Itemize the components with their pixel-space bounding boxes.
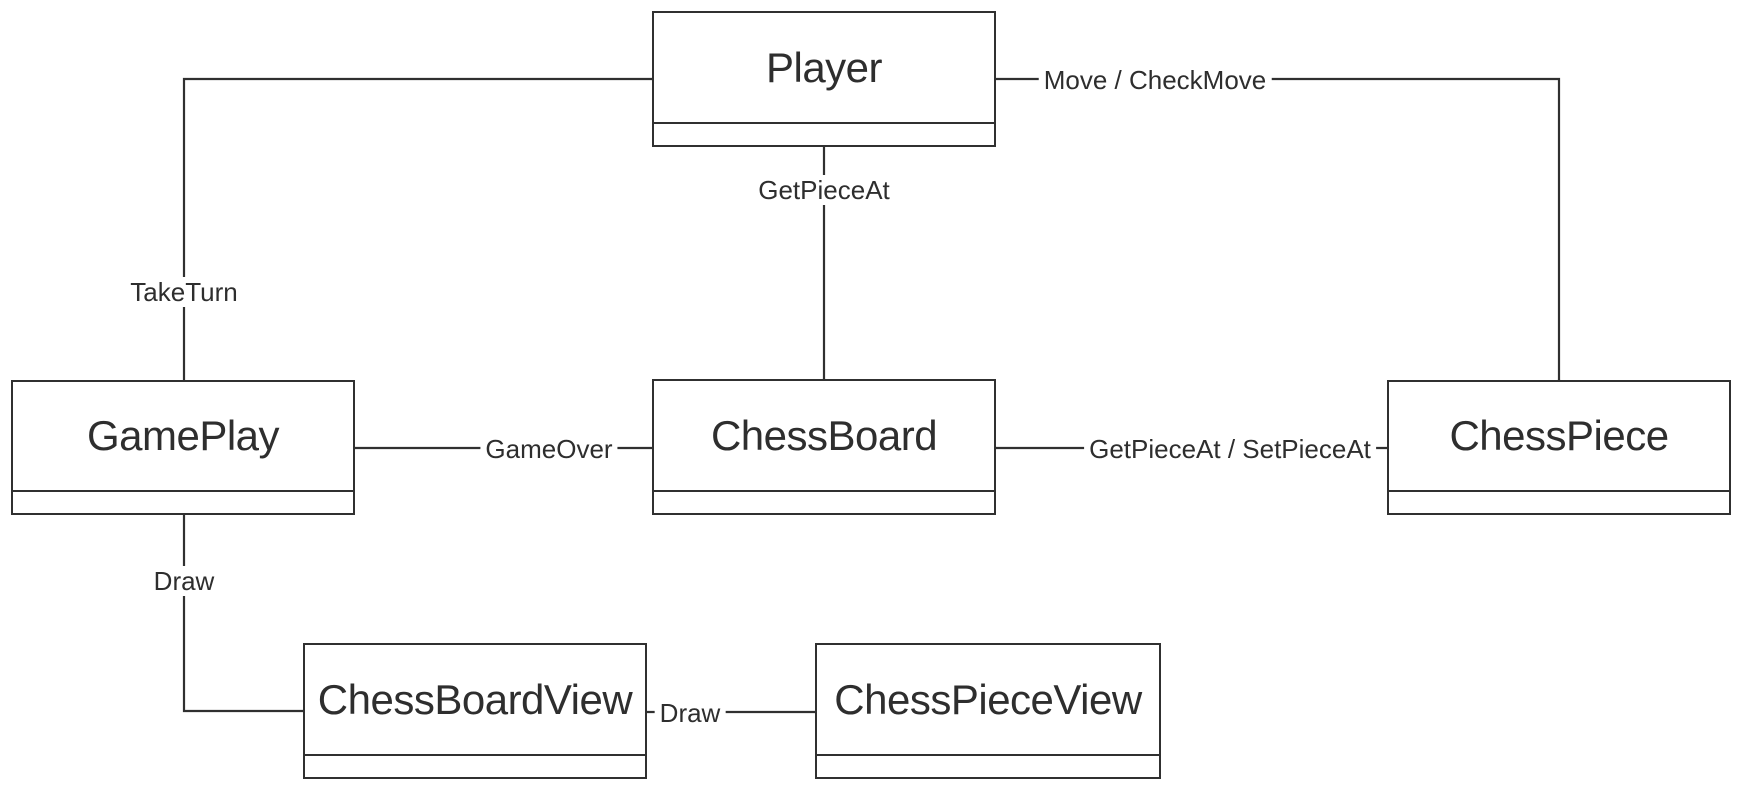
node-chesspieceview-title: ChessPieceView <box>834 675 1142 723</box>
node-chessboard-title: ChessBoard <box>710 411 938 459</box>
edge-label-move-checkmove: Move / CheckMove <box>1038 65 1272 95</box>
edge-draw-boardview <box>182 515 303 711</box>
edge-label-draw-boardview: Draw <box>148 566 220 596</box>
node-chessboard-compartment <box>654 490 994 513</box>
node-chesspiece: ChessPiece <box>1387 380 1731 515</box>
edge-label-gameover: GameOver <box>480 434 618 464</box>
node-gameplay: GamePlay <box>11 380 355 515</box>
node-player-compartment <box>654 122 994 145</box>
edge-label-taketurn: TakeTurn <box>125 277 243 307</box>
node-player-title: Player <box>765 43 883 91</box>
node-gameplay-title: GamePlay <box>86 412 280 459</box>
node-chessboardview-title: ChessBoardView <box>317 675 633 723</box>
node-player: Player <box>652 11 996 147</box>
node-chesspieceview: ChessPieceView <box>815 643 1161 779</box>
node-chessboardview: ChessBoardView <box>303 643 647 779</box>
edge-move-checkmove <box>996 77 1559 380</box>
edge-taketurn <box>182 79 652 380</box>
node-chessboard: ChessBoard <box>652 379 996 515</box>
node-chessboardview-compartment <box>305 754 645 777</box>
node-gameplay-compartment <box>13 490 353 513</box>
edge-label-draw-pieceview: Draw <box>654 698 726 728</box>
node-chesspiece-title: ChessPiece <box>1449 412 1669 459</box>
node-chesspieceview-compartment <box>817 754 1159 777</box>
edge-label-getpieceat: GetPieceAt <box>753 175 895 205</box>
edge-label-getpieceat-setpieceat: GetPieceAt / SetPieceAt <box>1084 434 1376 464</box>
node-chesspiece-compartment <box>1389 490 1729 513</box>
